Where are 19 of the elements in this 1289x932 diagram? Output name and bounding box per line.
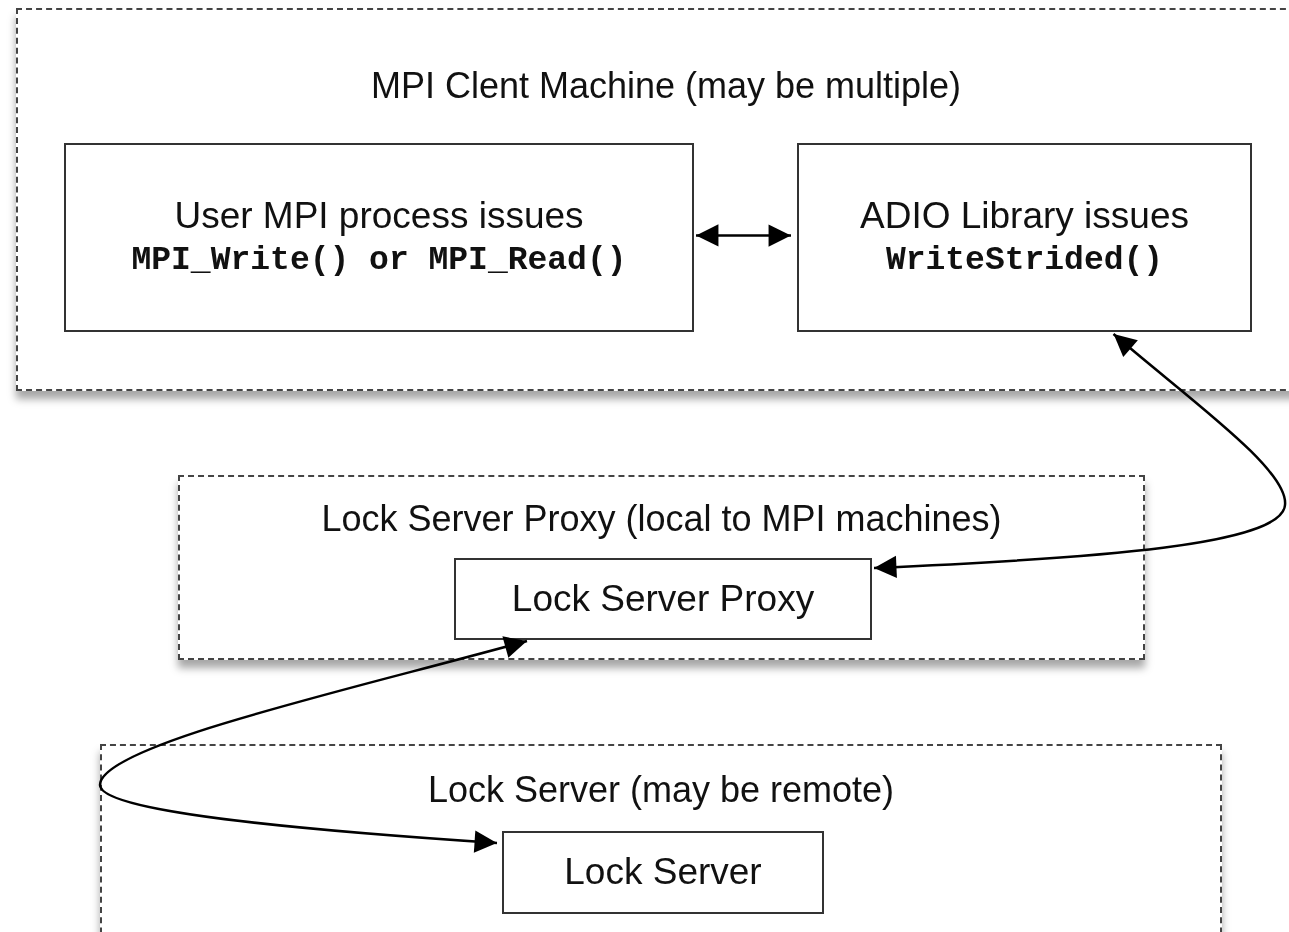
function-call-text: MPI_Write() or MPI_Read() <box>131 241 627 282</box>
process-box <box>64 143 694 332</box>
function-call-text: WriteStrided() <box>885 241 1164 282</box>
arrow <box>98 636 528 853</box>
process-box <box>454 558 872 640</box>
arrow <box>873 333 1287 579</box>
group-heading: MPI Clent Machine (may be multiple) <box>369 65 963 107</box>
group-heading: Lock Server (may be remote) <box>426 769 896 811</box>
box-label: Lock Server Proxy <box>511 576 815 621</box>
group-heading: Lock Server Proxy (local to MPI machines) <box>320 498 1003 540</box>
process-box <box>797 143 1252 332</box>
process-box <box>502 831 824 914</box>
box-label: Lock Server <box>564 850 762 895</box>
arrow <box>696 224 791 247</box>
box-label: User MPI process issues <box>174 194 584 238</box>
dashed-group-box <box>16 8 1289 391</box>
dashed-group-box <box>178 475 1145 660</box>
dashed-group-box <box>100 744 1222 932</box>
box-label: ADIO Library issues <box>860 194 1189 238</box>
